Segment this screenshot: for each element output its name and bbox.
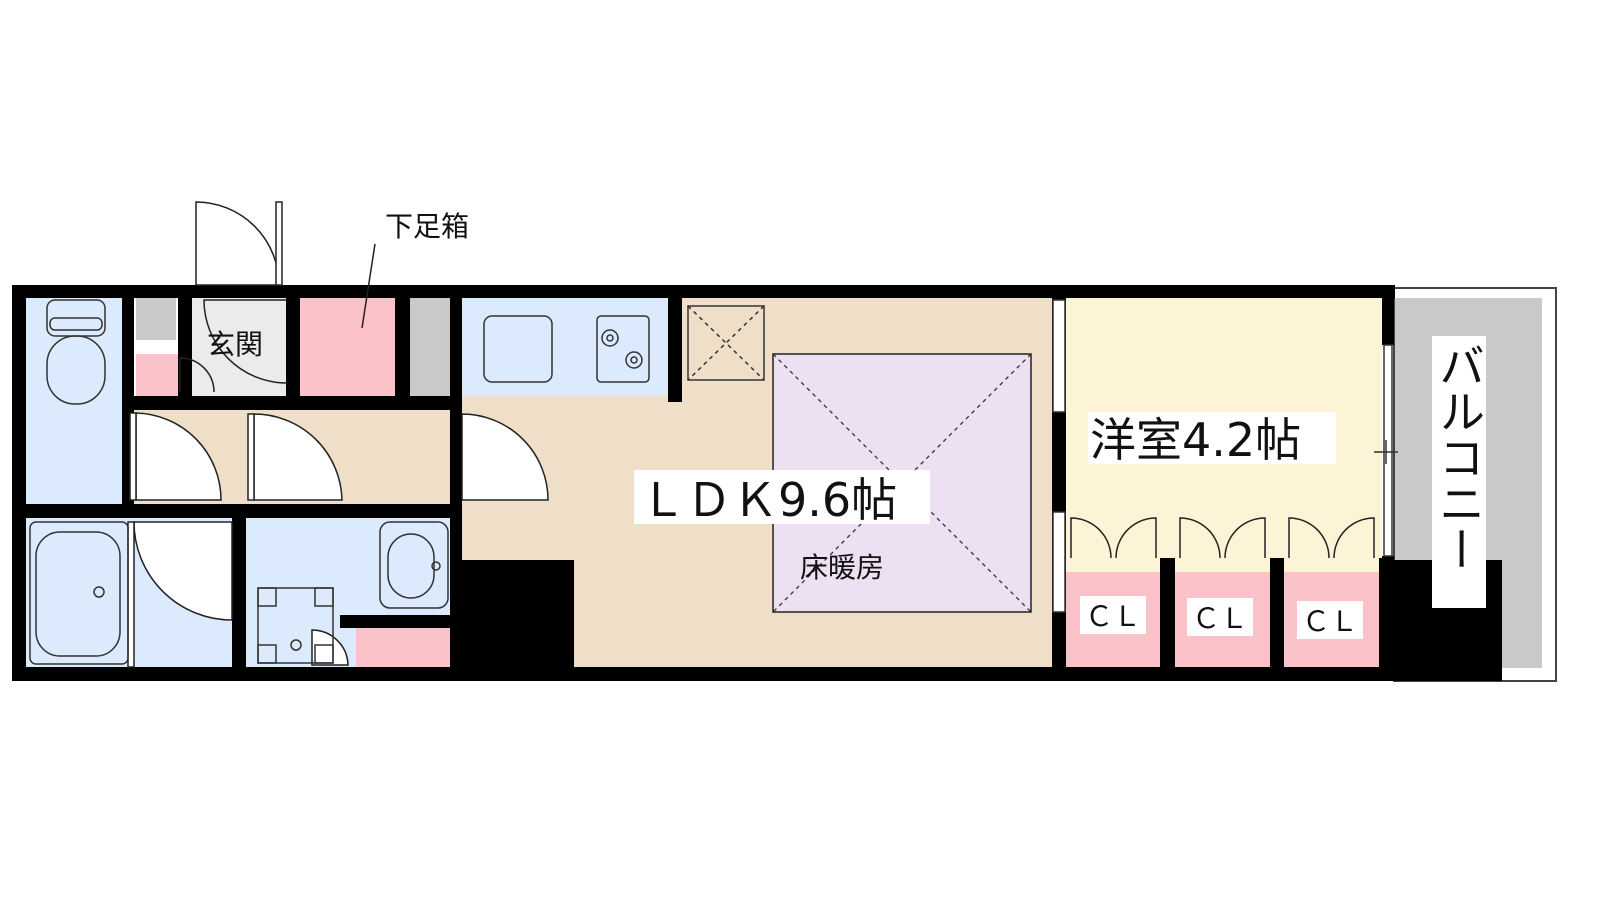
closet-label-2: ＣＬ	[1192, 602, 1248, 635]
balcony-label: バルコニー	[1432, 342, 1486, 572]
toilet-fixture	[46, 299, 106, 405]
closet-strip	[1066, 558, 1382, 572]
shoe-box-leader	[361, 243, 376, 329]
closet-label-3: ＣＬ	[1302, 605, 1358, 638]
western-label-bg	[1088, 412, 1336, 464]
entrance-floor	[192, 298, 287, 396]
kitchen-counter	[462, 298, 670, 396]
balcony-label-bg	[1432, 336, 1486, 608]
doors	[127, 201, 1375, 668]
closet2-label-bg	[1187, 598, 1253, 636]
shoe-box-label: 下足箱	[385, 210, 469, 243]
floor-heating-diagonals	[772, 353, 1032, 613]
fridge-space	[687, 305, 765, 381]
entrance-label: 玄関	[207, 328, 263, 361]
western-room-label: 洋室4.2帖	[1090, 413, 1301, 467]
floor-heating-label: 床暖房	[800, 551, 884, 584]
meter-box	[136, 354, 178, 396]
closet3-label-bg	[1297, 601, 1363, 639]
stove-fixture	[596, 315, 650, 383]
window-openings	[1052, 299, 1393, 613]
ldk-label: ＬＤＫ9.6帖	[640, 473, 897, 527]
pillar	[462, 560, 574, 669]
shoe-box	[300, 298, 395, 396]
ldk-label-bg	[634, 470, 930, 524]
closet1-label-bg	[1080, 596, 1146, 634]
closet-label-1: ＣＬ	[1085, 600, 1141, 633]
wash-basin-fixture	[379, 521, 449, 609]
walls	[12, 285, 1502, 681]
toilet-room	[26, 298, 122, 504]
washing-machine-fixture	[257, 587, 334, 664]
entrance-shelf-left	[136, 298, 176, 340]
entrance-shelf-right	[410, 298, 450, 396]
washer-storage	[356, 628, 450, 667]
sink-fixture	[483, 315, 553, 383]
bathtub-fixture	[29, 521, 129, 665]
